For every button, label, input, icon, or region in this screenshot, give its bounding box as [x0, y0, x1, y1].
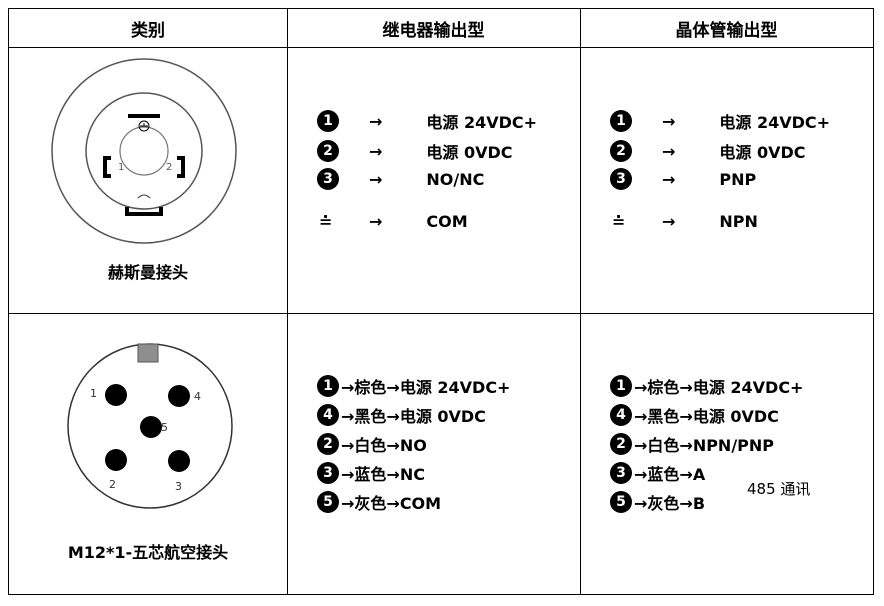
m12-pin-label-5: 5	[161, 421, 168, 434]
pin-label-1: 1	[118, 162, 124, 173]
relay-wire-desc: →灰色→COM	[341, 494, 442, 513]
pin-number-badge: 4	[610, 404, 632, 426]
m12-connector-diagram: 1 4 5 2 3	[67, 343, 233, 509]
pin-number-badge: 4	[317, 404, 339, 426]
rs485-comm-note: 485 通讯	[747, 480, 811, 498]
transistor-wire-desc: PNP	[719, 169, 757, 189]
relay-row1-line4: ≐ → COM	[319, 212, 468, 231]
relay-wire-desc: →棕色→电源 24VDC+	[341, 378, 511, 397]
transistor-wire-desc: →黑色→电源 0VDC	[634, 407, 779, 426]
relay-row2-line3: 2 →白色→NO	[317, 432, 427, 456]
relay-row2-line4: 3 →蓝色→NC	[317, 461, 425, 485]
header-divider	[9, 47, 873, 48]
transistor-wire-desc: 电源 0VDC	[719, 143, 806, 162]
transistor-wire-desc: →蓝色→A	[634, 465, 706, 484]
pin-number-badge: 5	[610, 491, 632, 513]
pin-number-badge: 3	[610, 462, 632, 484]
header-transistor-output: 晶体管输出型	[675, 20, 778, 41]
relay-wire-desc: →白色→NO	[341, 436, 427, 455]
relay-wire-desc: COM	[426, 212, 468, 231]
transistor-row2-line3: 2 →白色→NPN/PNP	[610, 432, 774, 456]
hirschmann-connector-label: 赫斯曼接头	[107, 263, 188, 282]
relay-row1-line2: 2 → 电源 0VDC	[317, 139, 513, 163]
pin-number-badge: 2	[610, 140, 632, 162]
arrow-right-icon: →	[369, 212, 383, 231]
pin-number-badge: 3	[317, 462, 339, 484]
m12-pin-label-2: 2	[109, 478, 116, 491]
arrow-right-icon: →	[662, 141, 676, 161]
transistor-row1-line1: 1 → 电源 24VDC+	[610, 109, 830, 133]
pin-number-badge: 1	[317, 375, 339, 397]
pin-number-badge: 3	[610, 168, 632, 190]
transistor-row1-line2: 2 → 电源 0VDC	[610, 139, 806, 163]
transistor-row2-line1: 1 →棕色→电源 24VDC+	[610, 374, 803, 398]
m12-pin-label-4: 4	[194, 390, 201, 403]
pin-number-badge: 5	[317, 491, 339, 513]
relay-row2-line5: 5 →灰色→COM	[317, 490, 441, 514]
m12-pin-label-1: 1	[90, 387, 97, 400]
relay-wire-desc: →黑色→电源 0VDC	[341, 407, 486, 426]
column-divider-2	[580, 9, 581, 594]
arrow-right-icon: →	[662, 111, 676, 131]
pin-number-badge: 3	[317, 168, 339, 190]
relay-wire-desc: NO/NC	[426, 169, 485, 189]
transistor-row2-line5: 5 →灰色→B	[610, 490, 705, 514]
arrow-right-icon: →	[662, 169, 676, 189]
relay-wire-desc: →蓝色→NC	[341, 465, 425, 484]
relay-row1-line3: 3 → NO/NC	[317, 168, 484, 190]
pin-number-badge: 2	[317, 433, 339, 455]
transistor-wire-desc: →灰色→B	[634, 494, 706, 513]
relay-row2-line2: 4 →黑色→电源 0VDC	[317, 403, 486, 427]
header-relay-output: 继电器输出型	[382, 20, 485, 41]
transistor-wire-desc: →白色→NPN/PNP	[634, 436, 775, 455]
pin-number-badge: 1	[610, 110, 632, 132]
pin-number-badge: 2	[317, 140, 339, 162]
arrow-right-icon: →	[369, 141, 383, 161]
arrow-right-icon: →	[662, 212, 676, 231]
transistor-row1-line3: 3 → PNP	[610, 168, 756, 190]
wiring-table: 类别 继电器输出型 晶体管输出型 1 2 赫斯曼接头 1 → 电源 24VDC+	[8, 8, 874, 595]
relay-wire-desc: 电源 0VDC	[426, 143, 513, 162]
relay-wire-desc: 电源 24VDC+	[426, 113, 538, 132]
arrow-right-icon: →	[369, 111, 383, 131]
row-divider	[9, 313, 873, 314]
transistor-row2-line4: 3 →蓝色→A	[610, 461, 705, 485]
hirschmann-connector-diagram: 1 2	[51, 58, 237, 244]
pin-number-badge: 1	[317, 110, 339, 132]
m12-pin-label-3: 3	[175, 480, 182, 493]
ground-symbol-icon: ≐	[319, 212, 333, 231]
relay-row2-line1: 1 →棕色→电源 24VDC+	[317, 374, 510, 398]
column-divider-1	[287, 9, 288, 594]
ground-symbol-icon: ≐	[612, 212, 626, 231]
pin-label-2: 2	[166, 162, 172, 173]
m12-connector-label: M12*1-五芯航空接头	[67, 543, 229, 562]
arrow-right-icon: →	[369, 169, 383, 189]
relay-row1-line1: 1 → 电源 24VDC+	[317, 109, 537, 133]
pin-number-badge: 1	[610, 375, 632, 397]
transistor-wire-desc: NPN	[719, 212, 758, 231]
header-category: 类别	[131, 20, 165, 41]
transistor-wire-desc: 电源 24VDC+	[719, 113, 831, 132]
transistor-wire-desc: →棕色→电源 24VDC+	[634, 378, 804, 397]
transistor-row2-line2: 4 →黑色→电源 0VDC	[610, 403, 779, 427]
transistor-row1-line4: ≐ → NPN	[612, 212, 758, 231]
pin-number-badge: 2	[610, 433, 632, 455]
